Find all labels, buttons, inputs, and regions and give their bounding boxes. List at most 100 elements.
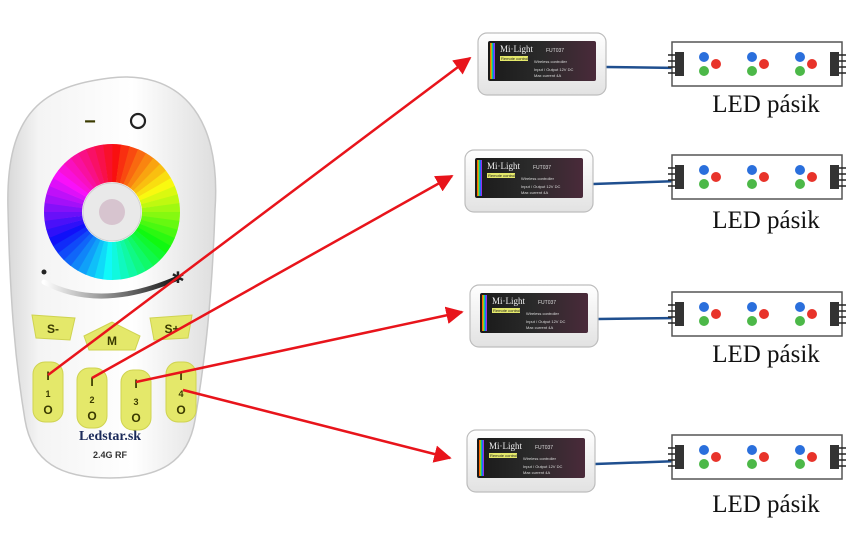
dim-icon	[41, 269, 47, 275]
controller-tag	[500, 56, 528, 61]
led-green	[795, 316, 805, 326]
wheel-center-button[interactable]	[99, 199, 125, 225]
controller-line3: Input / Output 12V DC	[521, 184, 560, 189]
led-green	[747, 459, 757, 469]
color-wheel-segment	[63, 157, 94, 191]
zone-number: 2	[89, 395, 94, 405]
rainbow-strip	[482, 295, 487, 331]
zone-button[interactable]	[165, 361, 197, 423]
controller-brand: Mi·Light	[487, 161, 520, 171]
zone-button[interactable]	[76, 367, 108, 429]
strip-pad	[675, 445, 684, 469]
led-blue	[699, 165, 709, 175]
controller-line4: Max current 4A	[521, 190, 548, 195]
led-blue	[795, 165, 805, 175]
led-blue	[795, 302, 805, 312]
speed-plus-button[interactable]: S+	[149, 314, 193, 341]
strip-pad	[675, 302, 684, 326]
zone-on-label: I	[90, 375, 93, 389]
led-red	[759, 172, 769, 182]
strip-pad	[830, 165, 839, 189]
color-wheel-segment	[119, 239, 139, 278]
color-wheel-segment	[126, 235, 154, 272]
arrow-zone-2	[91, 174, 454, 380]
power-on-button[interactable]	[129, 112, 147, 130]
color-wheel-segment	[49, 177, 87, 201]
zone-on-label: I	[134, 377, 137, 391]
arrow-zone-1	[47, 56, 472, 376]
color-wheel-segment	[133, 230, 166, 261]
controller-line1: Remote control	[501, 56, 528, 61]
zone-3-buttons[interactable]: I3O	[120, 369, 152, 431]
color-wheel-segment	[137, 178, 175, 201]
remote-brand: Ledstar.sk	[79, 429, 141, 444]
controller-line3: Input / Output 12V DC	[534, 67, 573, 72]
color-wheel-segment	[44, 211, 83, 221]
color-wheel-segment	[44, 202, 83, 212]
color-wheel-segment	[85, 239, 105, 278]
controller-brand: Mi·Light	[489, 441, 522, 451]
controller-line4: Max current 4A	[523, 470, 550, 475]
color-wheel-segment	[140, 215, 180, 231]
speed-plus-label: S+	[164, 322, 179, 336]
led-strip-3	[668, 291, 846, 337]
wire	[594, 459, 681, 466]
color-wheel-segment	[44, 193, 84, 209]
strip-pad	[830, 52, 839, 76]
arrow-zone-3	[135, 306, 464, 384]
controller-line2: Wireless controller	[521, 176, 555, 181]
zone-number: 1	[45, 389, 50, 399]
color-wheel-segment	[46, 219, 85, 239]
led-strip-2	[668, 154, 846, 200]
color-wheel-segment	[140, 194, 180, 209]
zone-number: 3	[133, 397, 138, 407]
controller-tag	[489, 453, 517, 458]
led-red	[759, 59, 769, 69]
zone-4-buttons[interactable]: I4O	[165, 361, 197, 423]
speed-minus-button[interactable]: S-	[31, 314, 76, 341]
controller-line3: Input / Output 12V DC	[526, 319, 565, 324]
color-wheel-segment	[102, 241, 112, 280]
zone-2-buttons[interactable]: I 2O	[76, 367, 108, 429]
zone-button[interactable]	[120, 369, 152, 431]
controller-line2: Wireless controller	[534, 59, 568, 64]
color-wheel[interactable]	[44, 143, 180, 280]
led-blue	[747, 165, 757, 175]
color-wheel-segment	[139, 185, 178, 205]
zone-button[interactable]	[32, 361, 64, 423]
color-wheel-segment	[115, 240, 130, 280]
color-wheel-segment	[70, 235, 97, 271]
zone-off-label: O	[176, 403, 185, 417]
mode-label: M	[107, 334, 117, 348]
led-green	[699, 66, 709, 76]
wire	[605, 65, 681, 70]
color-wheel-segment	[52, 226, 89, 254]
led-green	[795, 66, 805, 76]
color-wheel-segment	[46, 185, 85, 205]
mode-button[interactable]: M	[83, 321, 141, 351]
color-wheel-segment	[127, 153, 154, 189]
power-off-button[interactable]: −	[84, 111, 96, 133]
rainbow-strip	[479, 440, 484, 476]
led-green	[795, 179, 805, 189]
led-green	[699, 316, 709, 326]
led-green	[747, 66, 757, 76]
strip-label: LED pásik	[712, 207, 820, 234]
zone-on-label: I	[179, 369, 182, 383]
led-red	[759, 309, 769, 319]
color-wheel-segment	[111, 241, 121, 280]
wire	[597, 316, 681, 321]
led-green	[747, 179, 757, 189]
led-blue	[747, 52, 757, 62]
led-blue	[795, 445, 805, 455]
controller-line4: Max current 4A	[526, 325, 553, 330]
led-blue	[795, 52, 805, 62]
controller-line1: Remote control	[490, 453, 517, 458]
color-wheel-segment	[119, 146, 139, 185]
zone-off-label: O	[87, 409, 96, 423]
zone-1-buttons[interactable]: I1O	[32, 361, 64, 423]
